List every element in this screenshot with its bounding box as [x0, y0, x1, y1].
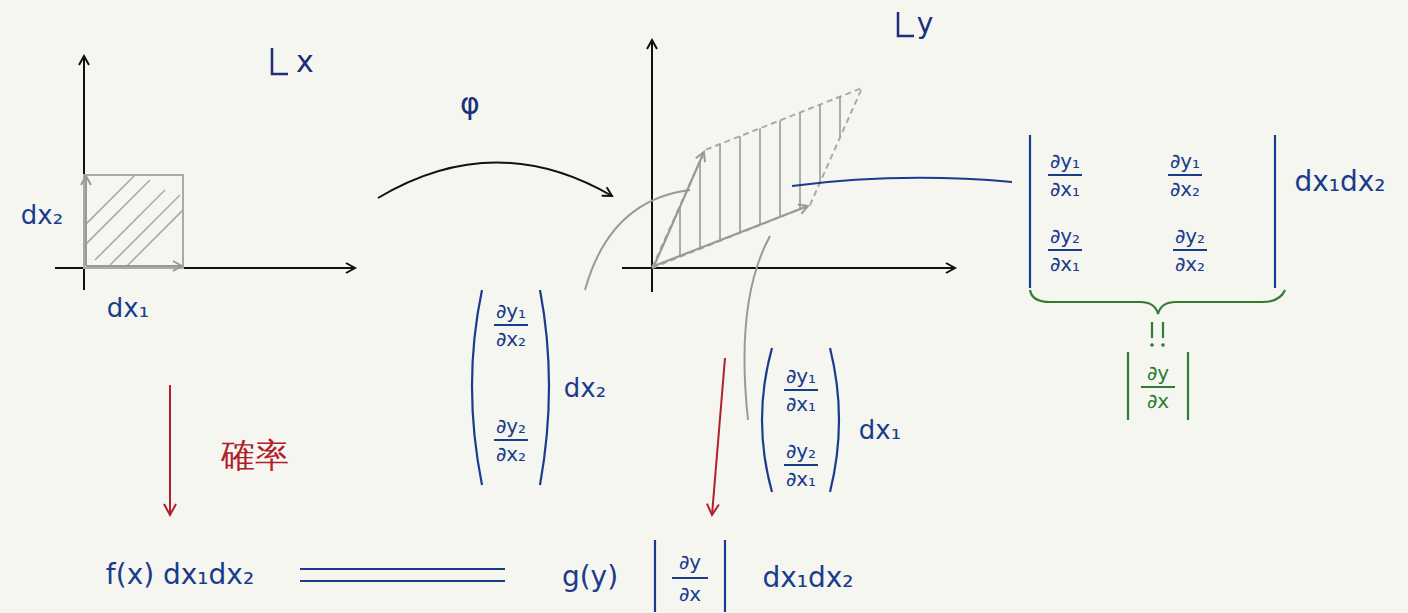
differential: dx₂ — [564, 375, 606, 401]
brace — [1030, 290, 1285, 420]
map-name: φ — [460, 89, 480, 119]
fraction-part: ∂x — [679, 584, 701, 604]
fraction-part: ∂x₁ — [1050, 254, 1080, 274]
annotation: 確率 — [221, 438, 289, 472]
differential: dx₁dx₂ — [1294, 168, 1385, 196]
differential: dx₁ — [859, 417, 901, 443]
determinant — [1030, 135, 1275, 288]
abs-jacobian — [655, 540, 725, 612]
corner-mark — [272, 48, 288, 74]
fraction-part: ∂y₂ — [1050, 226, 1080, 246]
fraction-part: ∂x₁ — [786, 469, 816, 489]
probability-arrow — [169, 385, 171, 515]
fraction-part: ∂x — [1147, 391, 1169, 411]
fraction-part: ∂y — [679, 552, 701, 572]
dots — [1150, 343, 1165, 347]
fraction-part: ∂y₁ — [496, 301, 526, 321]
fraction-part: ∂y₂ — [1175, 226, 1205, 246]
fraction-part: ∂y₂ — [786, 441, 816, 461]
equation-term: g(y) — [562, 563, 618, 591]
column-vector — [762, 348, 839, 492]
map-arrow — [378, 162, 612, 198]
parallelogram — [652, 80, 862, 268]
fraction-part: ∂x₂ — [496, 329, 526, 349]
axes — [622, 40, 955, 292]
fraction-part: ∂x₁ — [786, 394, 816, 414]
corner-mark — [898, 12, 914, 36]
axis-name: x — [296, 47, 314, 77]
differential: dx₁ — [107, 295, 149, 321]
leader-line — [744, 236, 770, 420]
fraction-part: ∂x₂ — [1170, 179, 1200, 199]
equals — [300, 569, 505, 581]
fraction-part: ∂x₁ — [1050, 179, 1080, 199]
fraction-part: ∂y₁ — [1170, 151, 1200, 171]
axes — [55, 56, 355, 290]
fraction-part: ∂x₂ — [496, 444, 526, 464]
unit-square — [80, 175, 190, 268]
fraction-part: ∂y₁ — [786, 366, 816, 386]
leader-line — [585, 190, 690, 290]
fraction-part: ∂x₂ — [1175, 254, 1205, 274]
equation-term: f(x) dx₁dx₂ — [106, 561, 254, 589]
fraction-part: ∂y — [1147, 363, 1169, 383]
equation-term: dx₁dx₂ — [762, 564, 853, 592]
differential: dx₂ — [21, 202, 63, 228]
fraction-part: ∂y₂ — [496, 416, 526, 436]
fraction-part: ∂y₁ — [1050, 151, 1080, 171]
axis-name: y — [917, 10, 934, 38]
leader-line — [792, 178, 1012, 186]
probability-arrow — [712, 358, 725, 515]
column-vector — [472, 290, 549, 485]
